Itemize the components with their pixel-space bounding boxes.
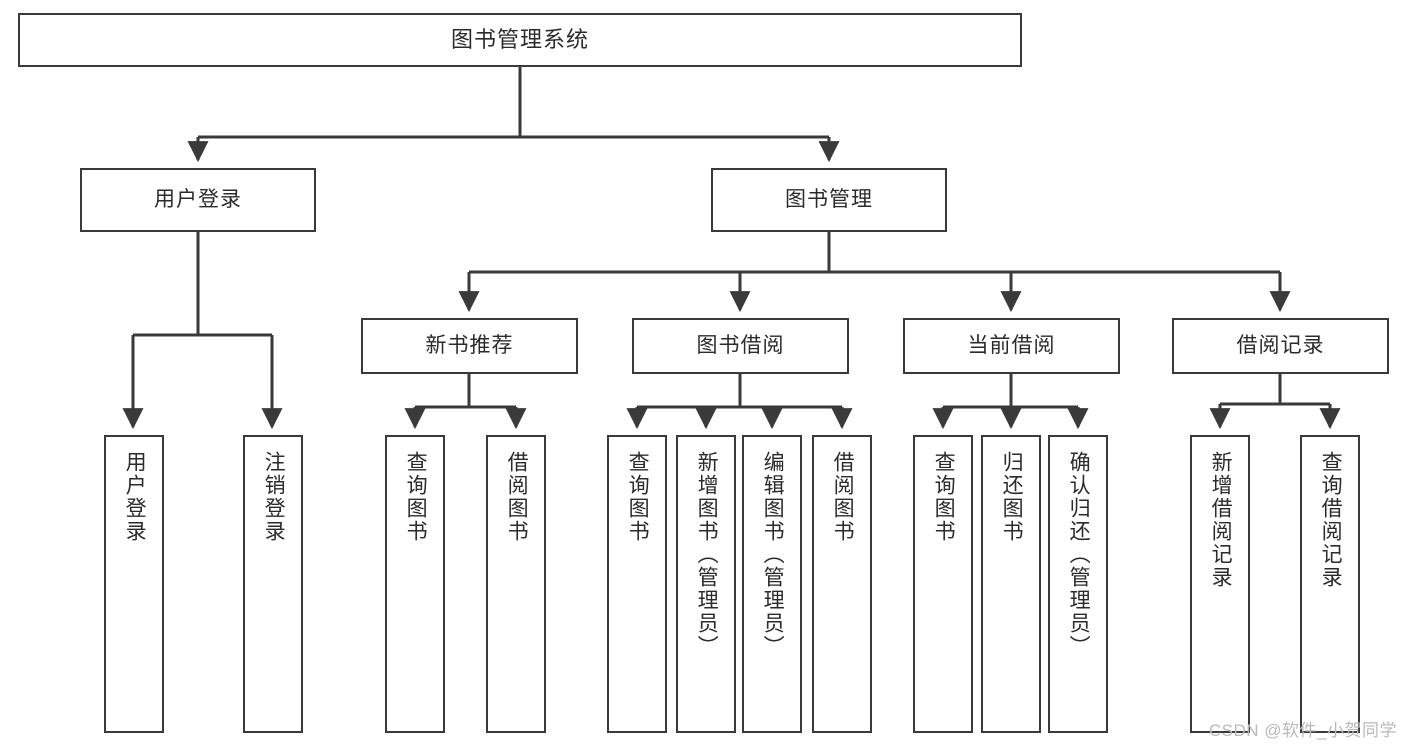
node-root[interactable]: 图书管理系统 — [18, 13, 1022, 67]
node-leaf-user-login[interactable]: 用户登录 — [104, 435, 164, 733]
node-leaf-edit-book-label: 编辑图书（管理员） — [761, 451, 785, 658]
node-leaf-query-record[interactable]: 查询借阅记录 — [1300, 435, 1360, 733]
node-current-borrow-label: 当前借阅 — [967, 334, 1056, 358]
node-user-login-label: 用户登录 — [154, 188, 242, 212]
node-book-borrow[interactable]: 图书借阅 — [632, 318, 849, 374]
node-leaf-query-book-2-label: 查询图书 — [626, 451, 650, 543]
node-borrow-record-label: 借阅记录 — [1236, 334, 1325, 358]
node-leaf-query-book-3-label: 查询图书 — [932, 451, 956, 543]
node-leaf-add-record[interactable]: 新增借阅记录 — [1190, 435, 1250, 733]
node-leaf-query-record-label: 查询借阅记录 — [1319, 451, 1343, 589]
node-leaf-add-book-label: 新增图书（管理员） — [695, 451, 719, 658]
node-leaf-return-book[interactable]: 归还图书 — [981, 435, 1041, 733]
node-leaf-query-book-3[interactable]: 查询图书 — [913, 435, 973, 733]
node-leaf-borrow-book-1[interactable]: 借阅图书 — [486, 435, 546, 733]
node-leaf-user-logout-label: 注销登录 — [262, 451, 286, 543]
node-leaf-borrow-book-2[interactable]: 借阅图书 — [812, 435, 872, 733]
node-leaf-borrow-book-1-label: 借阅图书 — [505, 451, 529, 543]
node-book-manage[interactable]: 图书管理 — [711, 168, 947, 232]
node-leaf-query-book-2[interactable]: 查询图书 — [607, 435, 667, 733]
node-leaf-edit-book[interactable]: 编辑图书（管理员） — [742, 435, 802, 733]
node-leaf-confirm-return[interactable]: 确认归还（管理员） — [1048, 435, 1108, 733]
node-leaf-borrow-book-2-label: 借阅图书 — [831, 451, 855, 543]
node-leaf-add-book[interactable]: 新增图书（管理员） — [676, 435, 736, 733]
node-user-login[interactable]: 用户登录 — [80, 168, 316, 232]
node-leaf-add-record-label: 新增借阅记录 — [1209, 451, 1233, 589]
node-new-book-rec[interactable]: 新书推荐 — [361, 318, 578, 374]
node-leaf-user-login-label: 用户登录 — [123, 451, 147, 543]
node-book-manage-label: 图书管理 — [785, 188, 873, 212]
node-book-borrow-label: 图书借阅 — [696, 334, 785, 358]
node-new-book-rec-label: 新书推荐 — [425, 334, 514, 358]
node-root-label: 图书管理系统 — [450, 26, 589, 52]
csdn-watermark: CSDN @软件_小贺同学 — [1208, 721, 1397, 740]
node-leaf-return-book-label: 归还图书 — [1000, 451, 1024, 543]
node-borrow-record[interactable]: 借阅记录 — [1172, 318, 1389, 374]
node-leaf-user-logout[interactable]: 注销登录 — [243, 435, 303, 733]
node-current-borrow[interactable]: 当前借阅 — [903, 318, 1120, 374]
node-leaf-confirm-return-label: 确认归还（管理员） — [1067, 451, 1091, 658]
node-leaf-query-book-1-label: 查询图书 — [404, 451, 428, 543]
node-leaf-query-book-1[interactable]: 查询图书 — [385, 435, 445, 733]
